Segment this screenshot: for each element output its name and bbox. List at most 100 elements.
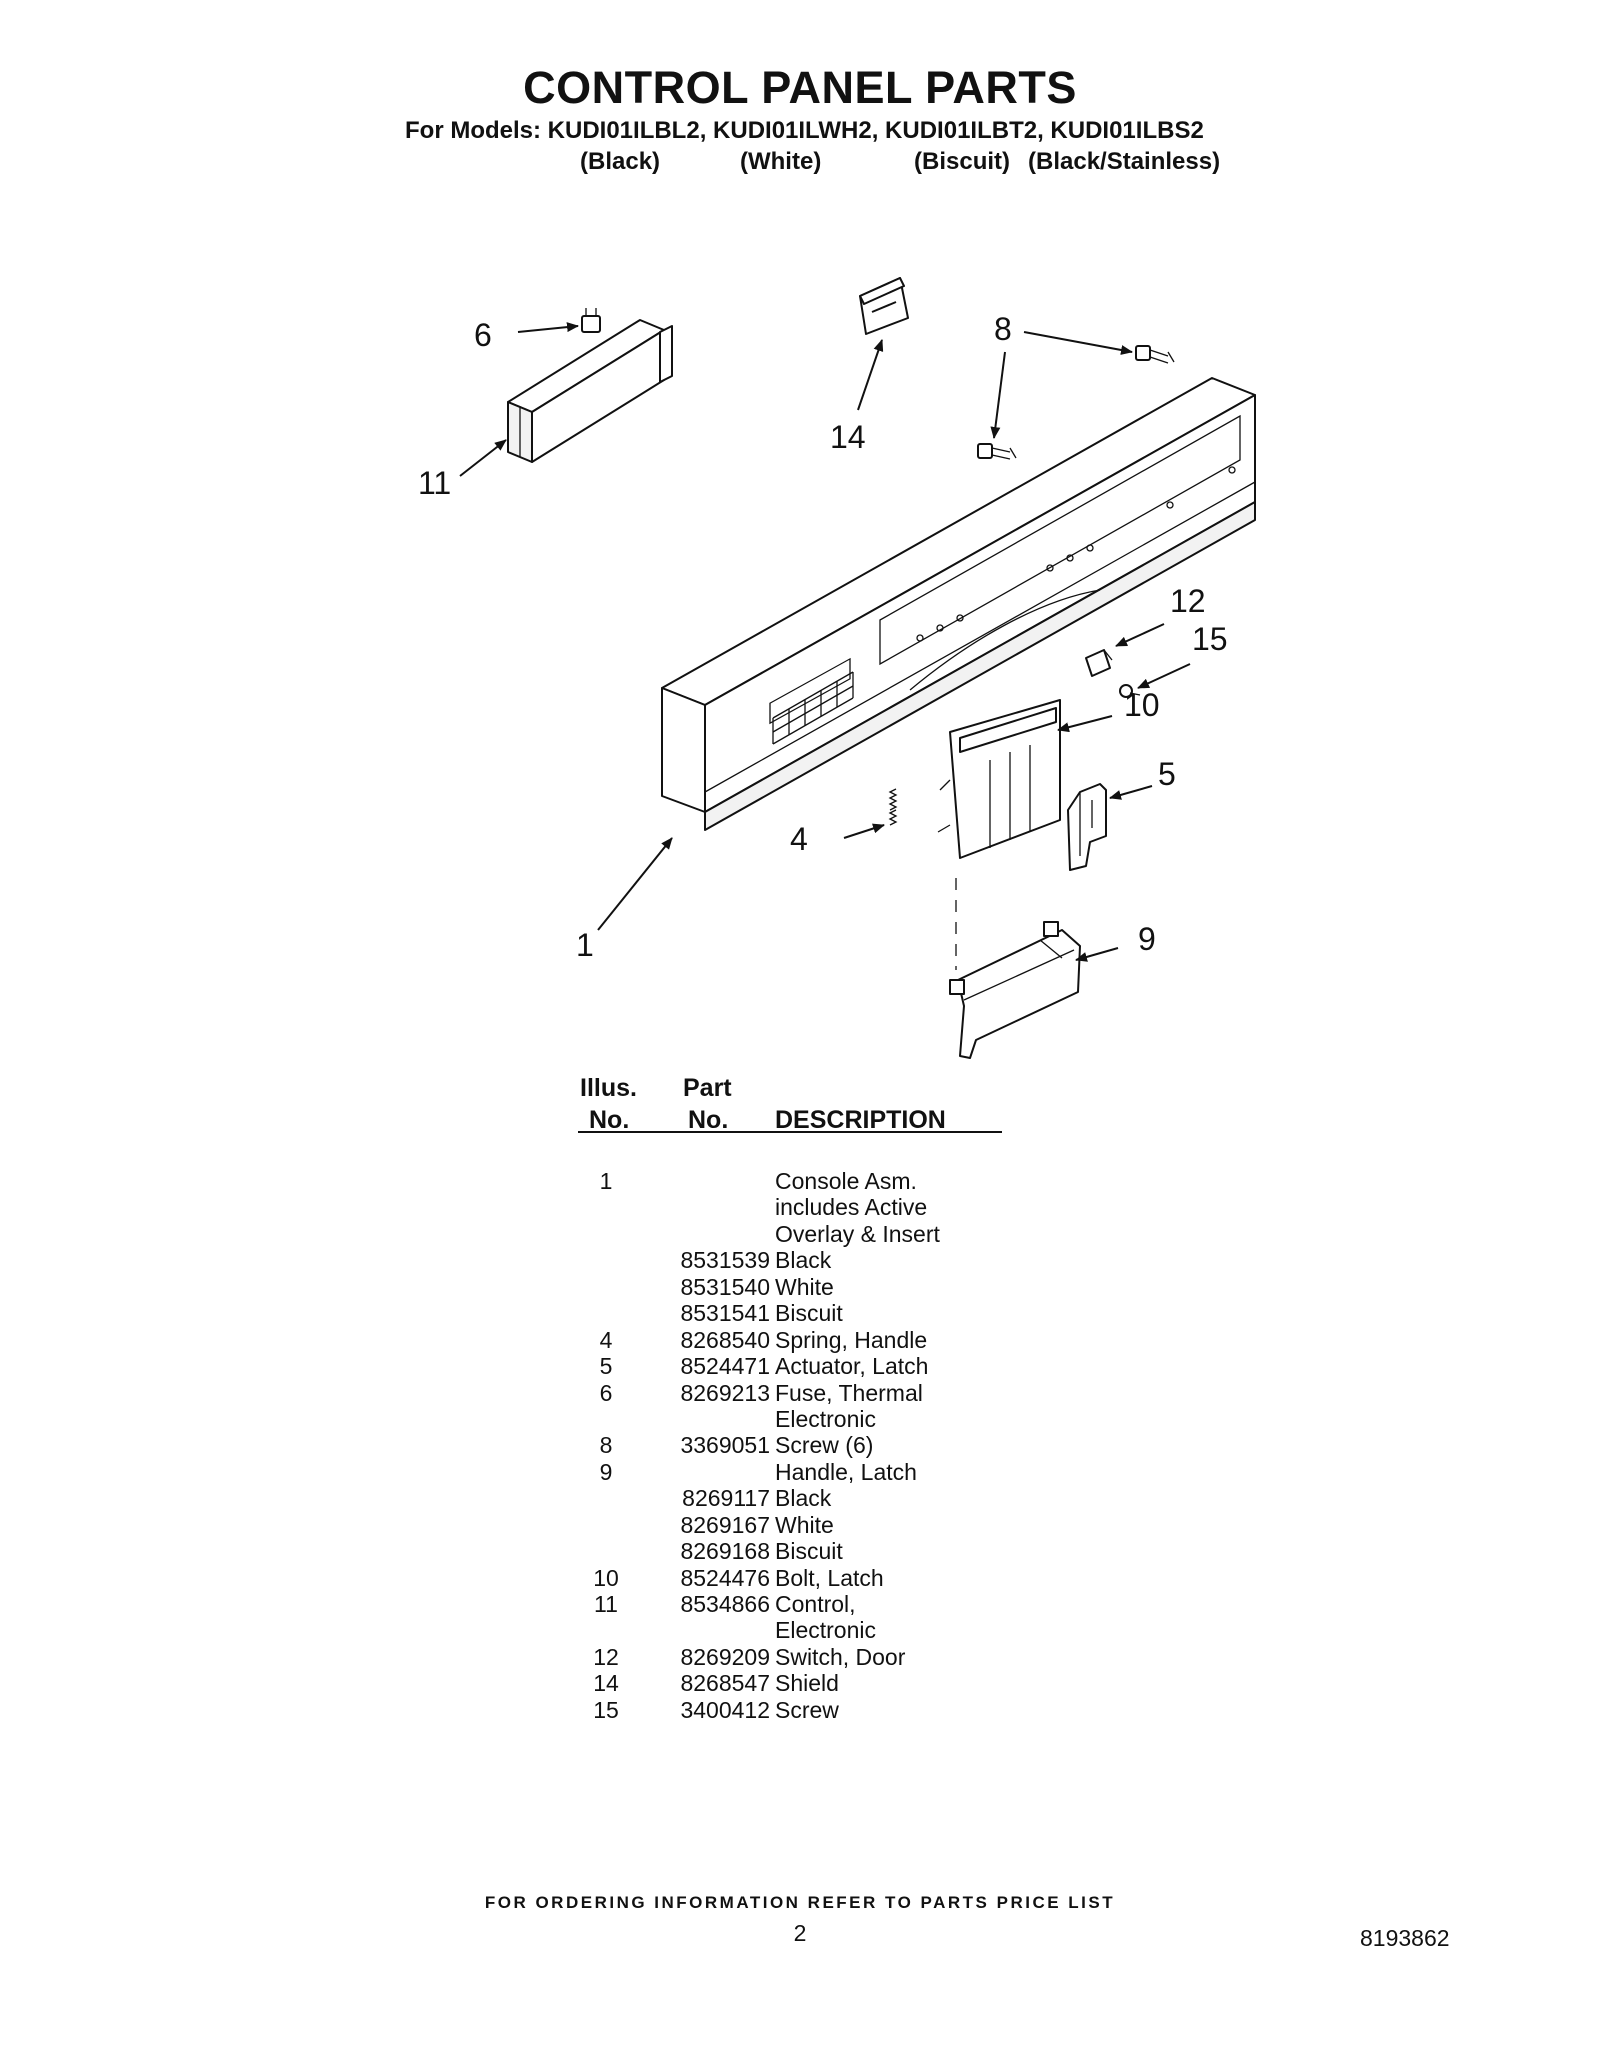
description: Overlay & Insert [775, 1220, 940, 1247]
header-illus-bottom: No. [589, 1106, 630, 1134]
handle-spring-part [888, 788, 898, 826]
illus-no: 15 [593, 1696, 619, 1723]
part-no: 8269209 [680, 1643, 770, 1670]
part-no: 8268540 [680, 1326, 770, 1353]
callout-9: 9 [1138, 921, 1156, 957]
header-part-bottom: No. [688, 1106, 729, 1134]
description: White [775, 1511, 834, 1538]
illus-no: 8 [599, 1432, 613, 1459]
table-row: Electronic [580, 1406, 1100, 1432]
ordering-note: FOR ORDERING INFORMATION REFER TO PARTS … [484, 1893, 1116, 1912]
callout-12: 12 [1170, 583, 1206, 619]
part-no: 8531541 [680, 1300, 770, 1327]
document-number: 8193862 [1360, 1925, 1450, 1951]
part-no: 8531539 [680, 1247, 770, 1274]
header-illus-top: Illus. [580, 1074, 637, 1102]
illus-no: 14 [593, 1670, 619, 1697]
leader-arrows [459, 322, 1191, 962]
screw-part-upper [1135, 345, 1175, 364]
color-biscuit: (Biscuit) [914, 148, 1010, 175]
part-no: 8524471 [680, 1353, 770, 1380]
callout-14: 14 [830, 419, 866, 455]
color-white: (White) [740, 148, 822, 175]
description: White [775, 1273, 834, 1300]
thermal-fuse-part [581, 308, 601, 333]
latch-actuator-part [1067, 783, 1107, 871]
parts-list: 1 Console Asm. includes Active Overlay & … [580, 1168, 1100, 1723]
door-switch-part [1085, 649, 1113, 677]
part-no: 8534866 [680, 1591, 770, 1617]
description: Switch, Door [775, 1643, 906, 1670]
callout-8: 8 [994, 311, 1012, 347]
table-row: Overlay & Insert [580, 1221, 1100, 1247]
illus-no: 9 [599, 1458, 613, 1485]
description: Fuse, Thermal [775, 1379, 923, 1406]
description: includes Active [775, 1194, 928, 1221]
part-no: 8269117 [682, 1485, 770, 1512]
description: Spring, Handle [775, 1326, 928, 1353]
latch-bolt-part [937, 699, 1061, 859]
electronic-control-part [507, 319, 673, 463]
console-assembly-part [661, 377, 1256, 831]
description: Screw (6) [775, 1432, 874, 1459]
shield-part [859, 277, 909, 335]
part-no: 8269167 [680, 1511, 770, 1538]
illus-no: 6 [599, 1379, 613, 1406]
exploded-parts-diagram: 6 8 14 11 12 15 10 5 4 1 9 [418, 277, 1256, 1059]
callout-6: 6 [474, 317, 492, 353]
description: Biscuit [775, 1538, 843, 1565]
illus-no: 4 [599, 1326, 613, 1353]
description: Black [775, 1485, 832, 1512]
description: Actuator, Latch [775, 1353, 929, 1380]
header-rule [578, 1131, 1002, 1133]
page-number: 2 [793, 1920, 807, 1946]
illus-no: 11 [594, 1591, 618, 1617]
description: Console Asm. [775, 1168, 917, 1194]
callout-5: 5 [1158, 756, 1176, 792]
screw-part-lower [977, 443, 1017, 460]
callout-11: 11 [418, 465, 451, 501]
models-line: For Models: KUDI01ILBL2, KUDI01ILWH2, KU… [405, 117, 1204, 144]
illus-no: 1 [599, 1168, 613, 1194]
part-no: 8269213 [680, 1379, 770, 1406]
color-black-stainless: (Black/Stainless) [1028, 148, 1221, 175]
description: Shield [775, 1670, 839, 1697]
description: Electronic [775, 1617, 876, 1644]
part-no: 8524476 [680, 1564, 770, 1591]
description: Black [775, 1247, 832, 1274]
table-row: 1 Console Asm. [580, 1168, 1100, 1194]
description: Control, [775, 1591, 856, 1617]
page-title: CONTROL PANEL PARTS [523, 62, 1077, 113]
part-no: 3369051 [680, 1432, 770, 1459]
header-description: DESCRIPTION [775, 1106, 946, 1134]
description: Screw [775, 1696, 839, 1723]
screw-part-small [1119, 684, 1141, 698]
callout-4: 4 [790, 821, 808, 857]
color-black: (Black) [580, 148, 661, 175]
callout-1: 1 [576, 927, 594, 963]
part-no: 8268547 [680, 1670, 770, 1697]
illus-no: 12 [593, 1643, 619, 1670]
table-row: includes Active [580, 1194, 1100, 1220]
part-no: 8531540 [680, 1273, 770, 1300]
illus-no: 5 [599, 1353, 613, 1380]
description: Bolt, Latch [775, 1564, 884, 1591]
part-no: 3400412 [680, 1696, 770, 1723]
header-part-top: Part [683, 1074, 732, 1102]
table-row: Electronic [580, 1617, 1100, 1643]
callout-10: 10 [1124, 687, 1160, 723]
